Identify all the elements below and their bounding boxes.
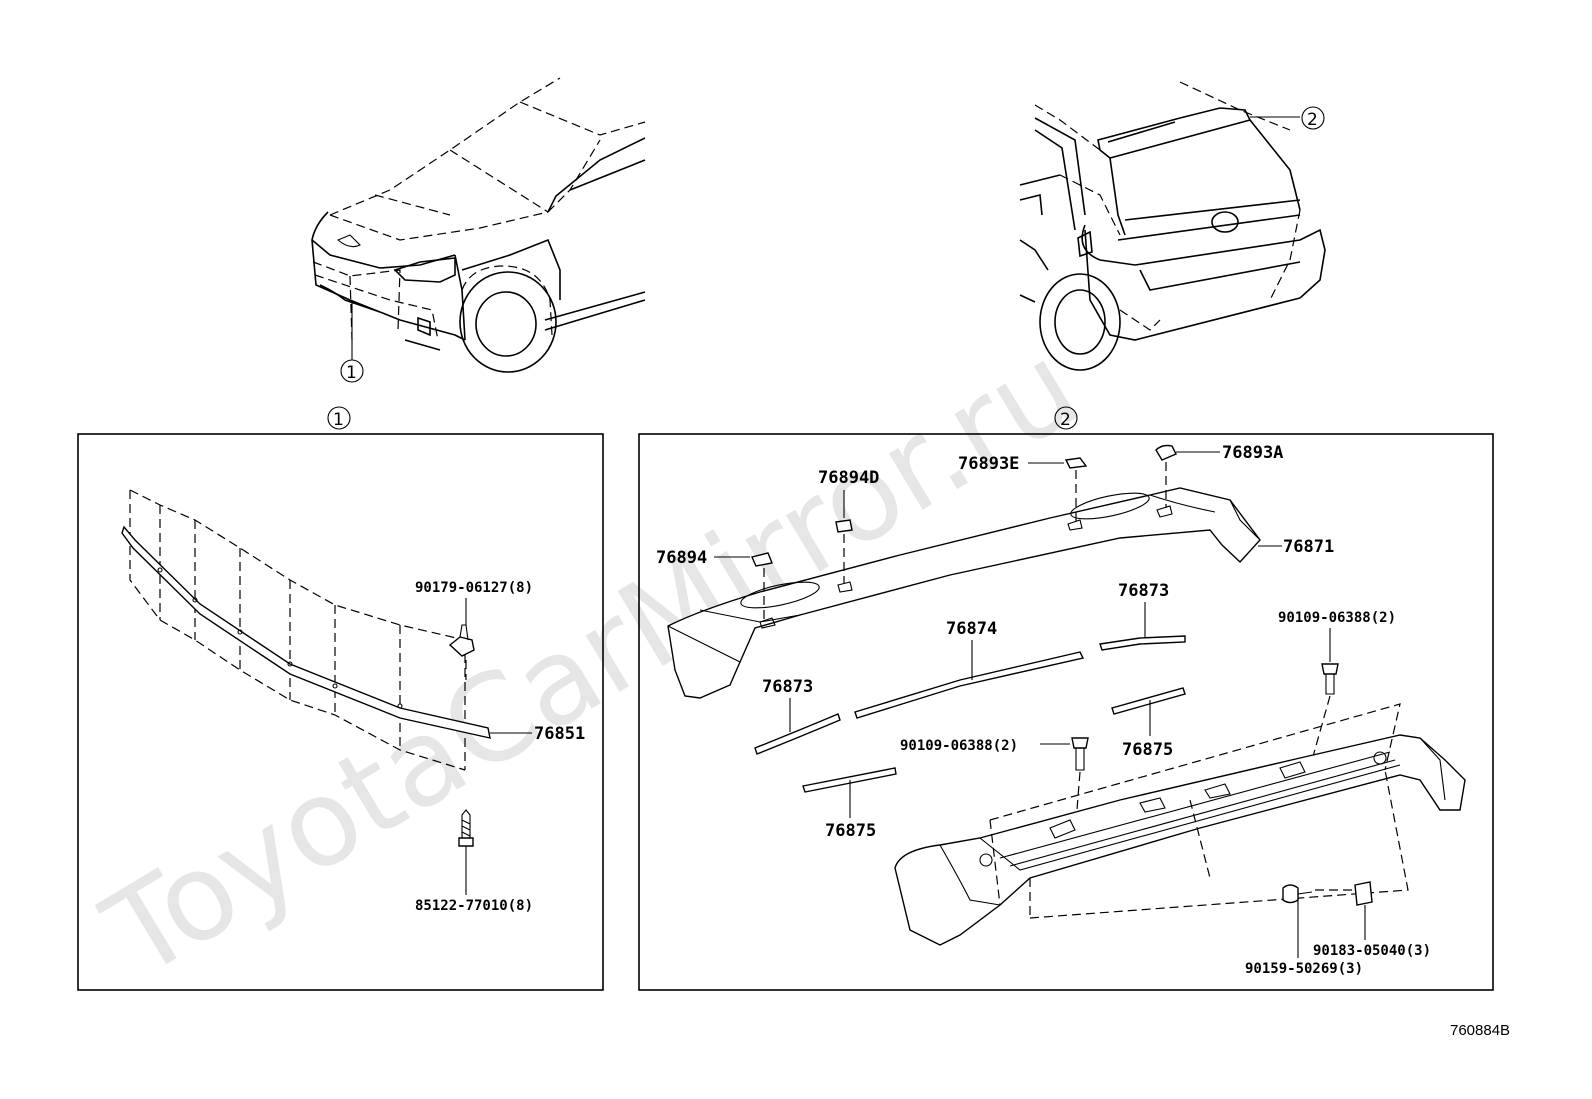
strip-76874 — [854, 651, 1085, 719]
strip-76875-upper — [1111, 687, 1186, 715]
part-76893A-label: 76893A — [1222, 443, 1283, 463]
clip-90179 — [448, 636, 475, 657]
bolt-90109-right — [1321, 663, 1339, 675]
part-76873-upper-label: 76873 — [1118, 581, 1169, 601]
part-76873-lower-label: 76873 — [762, 677, 813, 697]
part-76893E-label: 76893E — [958, 454, 1019, 474]
panel-2-callout: 2 — [1060, 410, 1071, 430]
pad-76893E — [1064, 457, 1088, 469]
screw-90159 — [1282, 884, 1299, 904]
strip-76873-lower — [754, 713, 841, 755]
rear-car-view: 2 — [1019, 81, 1326, 371]
part-85122-label: 85122-77010(8) — [415, 898, 533, 914]
part-90183-label: 90183-05040(3) — [1313, 943, 1431, 959]
part-76871-label: 76871 — [1283, 537, 1334, 557]
part-90179-label: 90179-06127(8) — [415, 580, 533, 596]
screw-85122 — [458, 837, 474, 847]
figure-reference: 760884B — [1450, 1022, 1510, 1039]
clip-90183 — [1354, 881, 1373, 906]
panel-1-callout: 1 — [333, 410, 344, 430]
right-panel-frame — [638, 433, 1494, 991]
part-76875-lower-label: 76875 — [825, 821, 876, 841]
part-90109-right-label: 90109-06388(2) — [1278, 610, 1396, 626]
spoiler-base — [894, 734, 1466, 946]
left-panel-frame — [77, 433, 604, 991]
pad-76894 — [751, 552, 773, 567]
front-car-view: 1 — [311, 77, 646, 383]
callout-2-marker — [1054, 406, 1078, 430]
callout-2-label: 2 — [1307, 110, 1318, 130]
front-molding-assembly: 76851 90179-06127(8) 85122-77010(8) — [121, 489, 585, 914]
pad-76894D — [835, 519, 853, 533]
bolt-90109-left — [1071, 737, 1089, 749]
molding-76851 — [121, 525, 491, 739]
part-90109-left-label: 90109-06388(2) — [900, 738, 1018, 754]
rear-spoiler-assembly: 76871 76893A 76893E 76894D 76894 76873 7… — [656, 443, 1466, 977]
part-76894-label: 76894 — [656, 548, 707, 568]
part-76851-label: 76851 — [534, 724, 585, 744]
part-90159-label: 90159-50269(3) — [1245, 961, 1363, 977]
part-76875-upper-label: 76875 — [1122, 740, 1173, 760]
part-76874-label: 76874 — [946, 619, 997, 639]
part-76894D-label: 76894D — [818, 468, 879, 488]
callout-1-label: 1 — [346, 363, 357, 383]
callout-1-marker — [327, 406, 351, 430]
strip-76873-upper — [1099, 635, 1186, 651]
pad-76893A — [1155, 444, 1177, 461]
